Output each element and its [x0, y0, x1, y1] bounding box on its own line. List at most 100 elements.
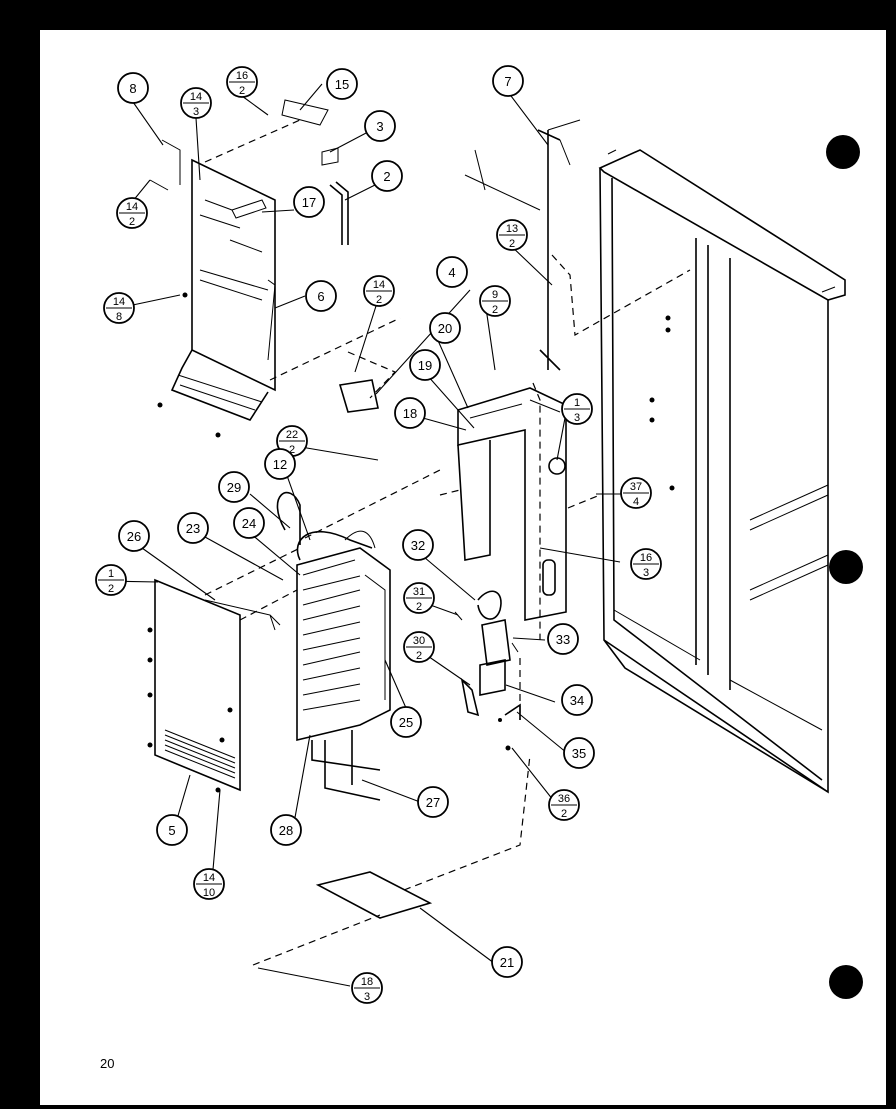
- svg-text:3: 3: [643, 567, 649, 579]
- callout-5: 5: [156, 814, 188, 846]
- svg-text:2: 2: [416, 601, 422, 613]
- svg-text:34: 34: [570, 693, 584, 708]
- callout-32: 32: [402, 529, 434, 561]
- callout-22-2: 222: [276, 425, 308, 457]
- svg-text:9: 9: [492, 289, 498, 301]
- svg-text:2: 2: [108, 583, 114, 595]
- svg-text:12: 12: [273, 457, 287, 472]
- callout-1-3: 13: [561, 393, 593, 425]
- svg-text:21: 21: [500, 955, 514, 970]
- callout-36-2: 362: [548, 789, 580, 821]
- svg-text:3: 3: [364, 991, 370, 1003]
- svg-text:2: 2: [289, 444, 295, 456]
- svg-text:35: 35: [572, 746, 586, 761]
- callout-3: 3: [364, 110, 396, 142]
- callout-27: 27: [417, 786, 449, 818]
- callout-18: 18: [394, 397, 426, 429]
- binder-hole-top: [826, 135, 860, 169]
- svg-text:14: 14: [113, 296, 125, 308]
- svg-text:2: 2: [416, 650, 422, 662]
- svg-text:2: 2: [129, 216, 135, 228]
- svg-text:4: 4: [448, 265, 455, 280]
- refrigerator-cabinet: [598, 149, 846, 794]
- callout-37-4: 374: [620, 477, 652, 509]
- evaporator-coil: [276, 491, 391, 801]
- svg-text:14: 14: [190, 91, 202, 103]
- svg-text:22: 22: [286, 429, 298, 441]
- callout-12: 12: [264, 448, 296, 480]
- svg-text:1: 1: [574, 397, 580, 409]
- svg-text:19: 19: [418, 358, 432, 373]
- svg-text:2: 2: [383, 169, 390, 184]
- callout-26: 26: [118, 520, 150, 552]
- svg-text:24: 24: [242, 516, 256, 531]
- svg-text:2: 2: [509, 238, 515, 250]
- callout-20: 20: [429, 312, 461, 344]
- svg-text:33: 33: [556, 632, 570, 647]
- callout-35: 35: [563, 737, 595, 769]
- callout-4: 4: [436, 256, 468, 288]
- callout-2: 2: [371, 160, 403, 192]
- svg-text:32: 32: [411, 538, 425, 553]
- svg-text:15: 15: [335, 77, 349, 92]
- svg-text:4: 4: [633, 496, 639, 508]
- callout-13-2: 132: [496, 219, 528, 251]
- svg-text:14: 14: [203, 872, 215, 884]
- svg-text:26: 26: [127, 529, 141, 544]
- svg-text:2: 2: [492, 304, 498, 316]
- callout-6: 6: [305, 280, 337, 312]
- callout-31-2: 312: [403, 582, 435, 614]
- callout-21: 21: [491, 946, 523, 978]
- svg-text:28: 28: [279, 823, 293, 838]
- svg-text:29: 29: [227, 480, 241, 495]
- callout-33: 33: [547, 623, 579, 655]
- callout-30-2: 302: [403, 631, 435, 663]
- svg-text:13: 13: [506, 223, 518, 235]
- callout-14-2b: 142: [363, 275, 395, 307]
- page-number: 20: [100, 1056, 115, 1071]
- svg-text:36: 36: [558, 793, 570, 805]
- callout-9-2: 92: [479, 285, 511, 317]
- callout-29: 29: [218, 471, 250, 503]
- callout-19: 19: [409, 349, 441, 381]
- evaporator-cover-panel: [147, 578, 281, 793]
- svg-text:8: 8: [116, 311, 122, 323]
- svg-text:1: 1: [108, 568, 114, 580]
- binder-hole-bottom: [829, 965, 863, 999]
- svg-text:31: 31: [413, 586, 425, 598]
- svg-text:6: 6: [317, 289, 324, 304]
- callout-14-8: 148: [103, 292, 135, 324]
- svg-text:5: 5: [168, 823, 175, 838]
- svg-text:7: 7: [504, 74, 511, 89]
- svg-text:2: 2: [376, 294, 382, 306]
- svg-text:23: 23: [186, 521, 200, 536]
- svg-text:10: 10: [203, 887, 215, 899]
- svg-text:37: 37: [630, 481, 642, 493]
- callout-16-3: 163: [630, 548, 662, 580]
- callout-24: 24: [233, 507, 265, 539]
- callout-14-2a: 142: [116, 197, 148, 229]
- fan-housing: [439, 382, 601, 640]
- svg-text:25: 25: [399, 715, 413, 730]
- callout-25: 25: [390, 706, 422, 738]
- svg-text:18: 18: [403, 406, 417, 421]
- svg-text:14: 14: [126, 201, 138, 213]
- callout-18-3: 183: [351, 972, 383, 1004]
- callout-16-2: 162: [226, 66, 258, 98]
- svg-text:14: 14: [373, 279, 385, 291]
- callout-14-3: 143: [180, 87, 212, 119]
- svg-text:16: 16: [640, 552, 652, 564]
- callout-15: 15: [326, 68, 358, 100]
- callout-7: 7: [492, 65, 524, 97]
- svg-text:3: 3: [574, 412, 580, 424]
- callout-17: 17: [293, 186, 325, 218]
- svg-text:16: 16: [236, 70, 248, 82]
- svg-text:18: 18: [361, 976, 373, 988]
- svg-text:3: 3: [193, 106, 199, 118]
- callout-34: 34: [561, 684, 593, 716]
- svg-text:30: 30: [413, 635, 425, 647]
- fan-motor-assembly: [454, 590, 521, 751]
- wire-harness: [464, 119, 691, 371]
